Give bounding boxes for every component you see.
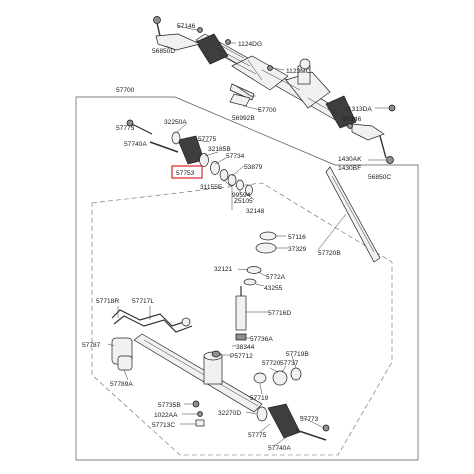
label-56850c: 56850C [368,174,391,181]
label-57735b: 57735B [158,402,181,409]
label-32185b: 32185B [208,146,231,153]
label-32148: 32148 [246,208,265,215]
label-57718r: 57718R [96,298,119,305]
label-57753: 57753 [176,170,195,177]
seal-57719b [290,367,302,381]
label-57146-right: 57146 [343,116,362,123]
boot-lower [267,403,301,439]
tie-rod-upper-exploded [126,119,179,153]
label-57717l: 57717L [132,298,154,305]
label-57719: 57719 [250,395,269,402]
label-1430ak: 1430AK [338,156,362,163]
label-31155e: 31155E [200,184,223,191]
nut-57773-bottom [322,424,330,432]
pinion-shaft-57716d [235,286,247,341]
shim-56992b [229,93,251,107]
label-1430bf: 1430BF [338,165,361,172]
clamp-32250a [171,131,181,145]
nut-57146-top [197,27,203,33]
support-yoke [243,231,277,286]
label-32250a: 32250A [164,119,187,126]
label-1022aa: 1022AA [154,412,178,419]
label-57700-main: 57700 [116,87,135,94]
label-37329: 37329 [288,246,307,253]
ring-32270d [256,406,268,422]
label-32270d: 32270D [218,410,241,417]
housing-dashed-outline [91,182,393,456]
tie-rod-lower [295,429,327,441]
tie-rod-end-left [153,16,202,51]
clip-57713c [195,419,205,427]
label-57713c: 57713C [152,422,175,429]
bolt-1313da [388,104,396,112]
label-38344: 38344 [236,344,255,351]
label-57740a-top: 57740A [124,141,147,148]
label-32121: 32121 [214,266,233,273]
leader-lines [107,25,389,447]
nut-57719 [253,372,267,384]
rack-housing-lower [133,333,263,413]
label-53879: 53879 [244,164,263,171]
label-57773-top: 57773 [116,125,135,132]
label-1123mc: 1123MC [286,68,311,75]
label-57720: 57720 [262,360,281,367]
label-57716d: 57716D [268,310,291,317]
label-57775-top: 57775 [198,136,217,143]
mounting-bracket [229,83,255,101]
label-57740a-bottom: 57740A [268,445,291,452]
label-z5105: Z5105 [234,198,253,205]
label-57116: 57116 [288,234,306,241]
bolt-1124dg [225,39,231,45]
seal-rings-upper [199,153,253,196]
cap-p57712 [211,350,221,358]
bolt-57735b [192,400,200,408]
label-57737: 57737 [280,360,299,367]
label-57775-bottom: 57775 [248,432,267,439]
rack-assembly-illustration [195,33,357,129]
label-99594: 99594 [232,192,251,199]
bushing-57789a [117,355,133,371]
label-57773-bottom: 57773 [300,416,319,423]
label-57787: 57787 [82,342,101,349]
label-1124dg: 1124DG [238,41,262,48]
label-57146-top: 57146 [177,23,196,30]
label-p57712: P57712 [230,353,253,360]
label-56850d: 56850D [152,48,175,55]
label-57736a: 57736A [250,336,273,343]
bolt-1022aa [197,411,203,417]
label-57700-top: 57700 [258,107,277,114]
label-57720b: 57720B [318,250,341,257]
pressure-lines [111,309,193,333]
label-57789a: 57789A [110,381,133,388]
tie-rod-end-right [351,123,394,164]
label-5772a: 5772A [266,274,286,281]
label-56992b: 56992B [232,115,255,122]
label-1313da: 1313DA [348,106,372,113]
label-57734: 57734 [226,153,245,160]
assembly-frame [75,96,419,461]
nut-57146-right [347,123,353,129]
label-57719b: 57719B [286,351,309,358]
highlight-box-57753 [171,165,203,179]
bolt-1123mc [267,65,273,71]
label-43255: 43255 [264,285,283,292]
cap-57737 [272,370,288,386]
